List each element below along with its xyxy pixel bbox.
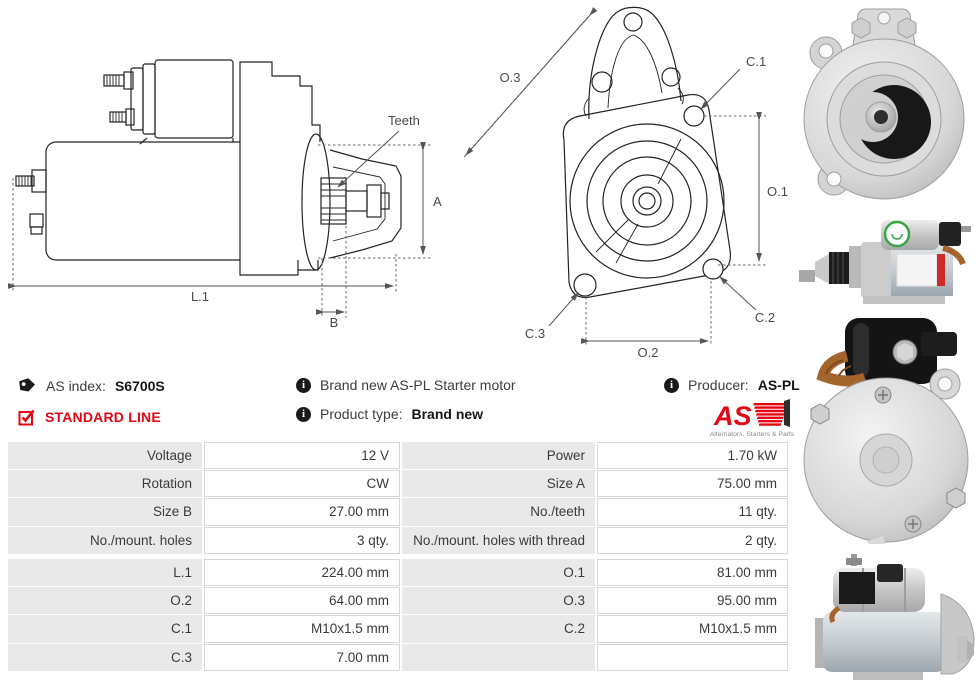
spec-label: O.2 xyxy=(8,587,202,615)
spec-value: 11 qty. xyxy=(597,498,788,526)
checked-checkbox-icon xyxy=(18,409,35,426)
spec-label: Rotation xyxy=(8,470,202,498)
spec-value: 75.00 mm xyxy=(597,470,788,498)
dim-label-a: A xyxy=(433,194,442,209)
spec-label: L.1 xyxy=(8,558,202,587)
dim-label-c2: C.2 xyxy=(755,310,775,325)
info-icon: i xyxy=(296,377,311,393)
logo-tagline: Alternators, Starters & Parts xyxy=(710,431,795,438)
spec-table: Voltage 12 V Power 1.70 kW Rotation CW S… xyxy=(8,442,790,671)
spec-value: 7.00 mm xyxy=(204,643,400,671)
as-index-value: S6700S xyxy=(114,378,165,394)
spec-label: No./mount. holes with thread xyxy=(402,526,595,554)
dim-label-o1: O.1 xyxy=(767,184,788,199)
dim-label-b: B xyxy=(330,315,339,330)
info-left-column: AS index: S6700S STANDARD LINE xyxy=(18,377,165,426)
spec-value: 27.00 mm xyxy=(204,498,400,526)
spec-value: 95.00 mm xyxy=(597,587,788,615)
product-type-label: Product type: xyxy=(320,406,403,422)
dim-label-o2: O.2 xyxy=(638,345,659,360)
brand-new-text: Brand new AS-PL Starter motor xyxy=(320,377,516,393)
product-photo-side-2 xyxy=(815,554,975,680)
dim-label-o3: O.3 xyxy=(500,70,521,85)
producer-value: AS-PL xyxy=(757,377,800,393)
dim-label-l1: L.1 xyxy=(191,289,209,304)
dim-label-teeth: Teeth xyxy=(388,113,420,128)
info-icon: i xyxy=(664,377,679,393)
spec-label: Size A xyxy=(402,470,595,498)
spec-value: 224.00 mm xyxy=(204,558,400,587)
producer-label: Producer: xyxy=(688,377,749,393)
product-photo-front xyxy=(803,8,965,200)
spec-value: 64.00 mm xyxy=(204,587,400,615)
as-index-line: AS index: S6700S xyxy=(18,377,165,395)
side-view-technical-drawing: A L.1 B Teeth xyxy=(8,59,442,330)
spec-label: No./teeth xyxy=(402,498,595,526)
spec-value: CW xyxy=(204,470,400,498)
front-view-technical-drawing: O.3 C.1 O.1 C.2 C.3 O.2 xyxy=(463,6,788,360)
spec-value: 12 V xyxy=(204,442,400,470)
spec-label: Voltage xyxy=(8,442,202,470)
product-photo-rear xyxy=(803,318,969,544)
spec-value: 1.70 kW xyxy=(597,442,788,470)
spec-label: Power xyxy=(402,442,595,470)
dim-label-c1: C.1 xyxy=(746,54,766,69)
product-type-value: Brand new xyxy=(411,406,484,422)
spec-value: 2 qty. xyxy=(597,526,788,554)
spec-label: Size B xyxy=(8,498,202,526)
standard-line-label: STANDARD LINE xyxy=(45,409,161,425)
spec-label: C.3 xyxy=(8,643,202,671)
spec-value: M10x1.5 mm xyxy=(597,615,788,643)
info-center-column: i Brand new AS-PL Starter motor i Produc… xyxy=(296,377,516,422)
info-right-column: i Producer: AS-PL AS Alternators, Starte… xyxy=(664,377,820,444)
spec-value: 3 qty. xyxy=(204,526,400,554)
tag-icon xyxy=(19,378,35,392)
product-type-line: i Product type: Brand new xyxy=(296,406,516,422)
producer-line: i Producer: AS-PL xyxy=(664,377,820,393)
logo-text: AS xyxy=(713,401,752,431)
product-photo-side xyxy=(799,220,971,304)
table-group-divider xyxy=(8,555,788,558)
spec-label: No./mount. holes xyxy=(8,526,202,554)
as-index-label: AS index: xyxy=(46,378,106,394)
spec-label: O.1 xyxy=(402,558,595,587)
as-pl-logo: AS Alternators, Starters & Parts xyxy=(710,399,795,438)
spec-value xyxy=(597,643,788,671)
spec-label: C.2 xyxy=(402,615,595,643)
spec-label: O.3 xyxy=(402,587,595,615)
info-icon: i xyxy=(296,406,311,422)
spec-value: M10x1.5 mm xyxy=(204,615,400,643)
dim-label-c3: C.3 xyxy=(525,326,545,341)
spec-label xyxy=(402,643,595,671)
standard-line-badge: STANDARD LINE xyxy=(18,408,165,426)
brand-new-line: i Brand new AS-PL Starter motor xyxy=(296,377,516,393)
spec-label: C.1 xyxy=(8,615,202,643)
spec-value: 81.00 mm xyxy=(597,558,788,587)
